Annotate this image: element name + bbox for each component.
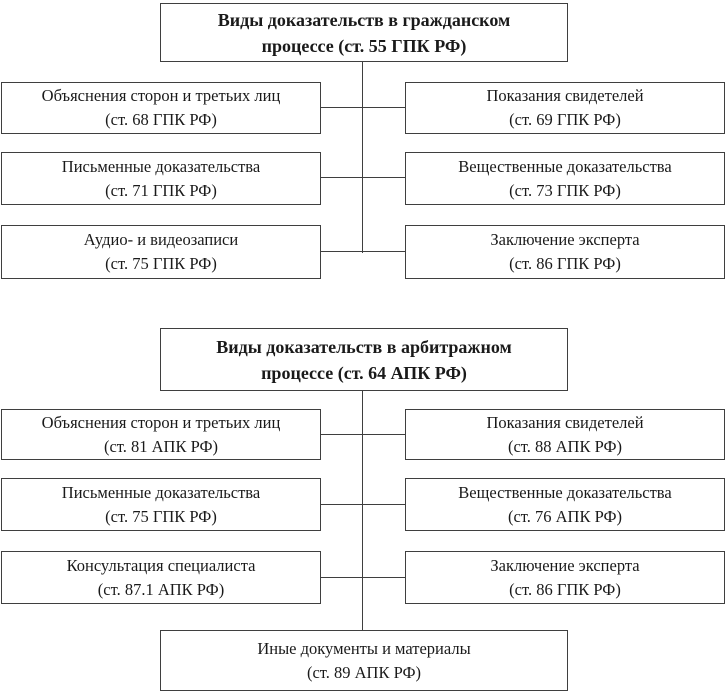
box-label: Объяснения сторон и третьих лиц bbox=[41, 412, 281, 432]
box-label: Письменные доказательства bbox=[61, 482, 261, 502]
box-article: (ст. 81 АПК РФ) bbox=[103, 436, 219, 456]
box-article: (ст. 75 ГПК РФ) bbox=[105, 506, 217, 526]
arbitration-title-line1: Виды доказательств в арбитражном bbox=[216, 336, 512, 357]
box-arbitration-written-evidence: Письменные доказательства (ст. 75 ГПК РФ… bbox=[1, 478, 321, 531]
box-arbitration-physical-evidence: Вещественные доказательства (ст. 76 АПК … bbox=[405, 478, 725, 531]
box-label: Иные документы и материалы bbox=[257, 638, 471, 658]
civil-row2-connector bbox=[321, 177, 405, 178]
box-label: Показания свидетелей bbox=[486, 412, 644, 432]
box-label: Заключение эксперта bbox=[490, 230, 640, 249]
civil-procedure-title-box: Виды доказательств в гражданском процесс… bbox=[160, 3, 568, 62]
arbitration-row3-connector bbox=[321, 577, 405, 578]
box-arbitration-expert-opinion: Заключение эксперта (ст. 86 ГПК РФ) bbox=[405, 551, 725, 604]
box-arbitration-party-explanations: Объяснения сторон и третьих лиц (ст. 81 … bbox=[1, 409, 321, 460]
box-article: (ст. 71 ГПК РФ) bbox=[105, 180, 217, 200]
civil-title-line1: Виды доказательств в гражданском bbox=[217, 9, 511, 30]
box-arbitration-witness-testimony: Показания свидетелей (ст. 88 АПК РФ) bbox=[405, 409, 725, 460]
civil-title-line2: процессе (ст. 55 ГПК РФ) bbox=[261, 35, 467, 56]
box-article: (ст. 88 АПК РФ) bbox=[507, 436, 623, 456]
arbitration-row1-connector bbox=[321, 434, 405, 435]
box-civil-written-evidence: Письменные доказательства (ст. 71 ГПК РФ… bbox=[1, 152, 321, 205]
arbitration-row2-connector bbox=[321, 504, 405, 505]
box-article: (ст. 89 АПК РФ) bbox=[306, 662, 422, 682]
box-label: Заключение эксперта bbox=[490, 555, 640, 575]
box-label: Аудио- и видеозаписи bbox=[83, 230, 239, 249]
civil-row3-connector bbox=[321, 251, 405, 252]
box-article: (ст. 75 ГПК РФ) bbox=[105, 254, 217, 273]
box-label: Вещественные доказательства bbox=[458, 482, 672, 502]
box-civil-audio-video: Аудио- и видеозаписи (ст. 75 ГПК РФ) bbox=[1, 225, 321, 279]
box-label: Вещественные доказательства bbox=[458, 156, 672, 176]
box-label: Консультация специалиста bbox=[66, 555, 256, 575]
box-label: Письменные доказательства bbox=[61, 156, 261, 176]
box-label: Показания свидетелей bbox=[486, 86, 644, 105]
arbitration-procedure-title-box: Виды доказательств в арбитражном процесс… bbox=[160, 328, 568, 391]
box-article: (ст. 68 ГПК РФ) bbox=[105, 110, 217, 129]
box-article: (ст. 87.1 АПК РФ) bbox=[97, 579, 225, 599]
box-article: (ст. 73 ГПК РФ) bbox=[509, 180, 621, 200]
box-civil-expert-opinion: Заключение эксперта (ст. 86 ГПК РФ) bbox=[405, 225, 725, 279]
box-civil-witness-testimony: Показания свидетелей (ст. 69 ГПК РФ) bbox=[405, 82, 725, 134]
civil-trunk-connector bbox=[362, 62, 363, 253]
box-article: (ст. 86 ГПК РФ) bbox=[509, 254, 621, 273]
box-label: Объяснения сторон и третьих лиц bbox=[41, 86, 281, 105]
arbitration-trunk-connector bbox=[362, 391, 363, 630]
arbitration-title-line2: процессе (ст. 64 АПК РФ) bbox=[261, 362, 467, 383]
box-civil-party-explanations: Объяснения сторон и третьих лиц (ст. 68 … bbox=[1, 82, 321, 134]
box-arbitration-other-documents: Иные документы и материалы (ст. 89 АПК Р… bbox=[160, 630, 568, 691]
box-article: (ст. 69 ГПК РФ) bbox=[509, 110, 621, 129]
box-arbitration-specialist-consultation: Консультация специалиста (ст. 87.1 АПК Р… bbox=[1, 551, 321, 604]
box-article: (ст. 86 ГПК РФ) bbox=[509, 579, 621, 599]
box-civil-physical-evidence: Вещественные доказательства (ст. 73 ГПК … bbox=[405, 152, 725, 205]
civil-row1-connector bbox=[321, 107, 405, 108]
box-article: (ст. 76 АПК РФ) bbox=[507, 506, 623, 526]
